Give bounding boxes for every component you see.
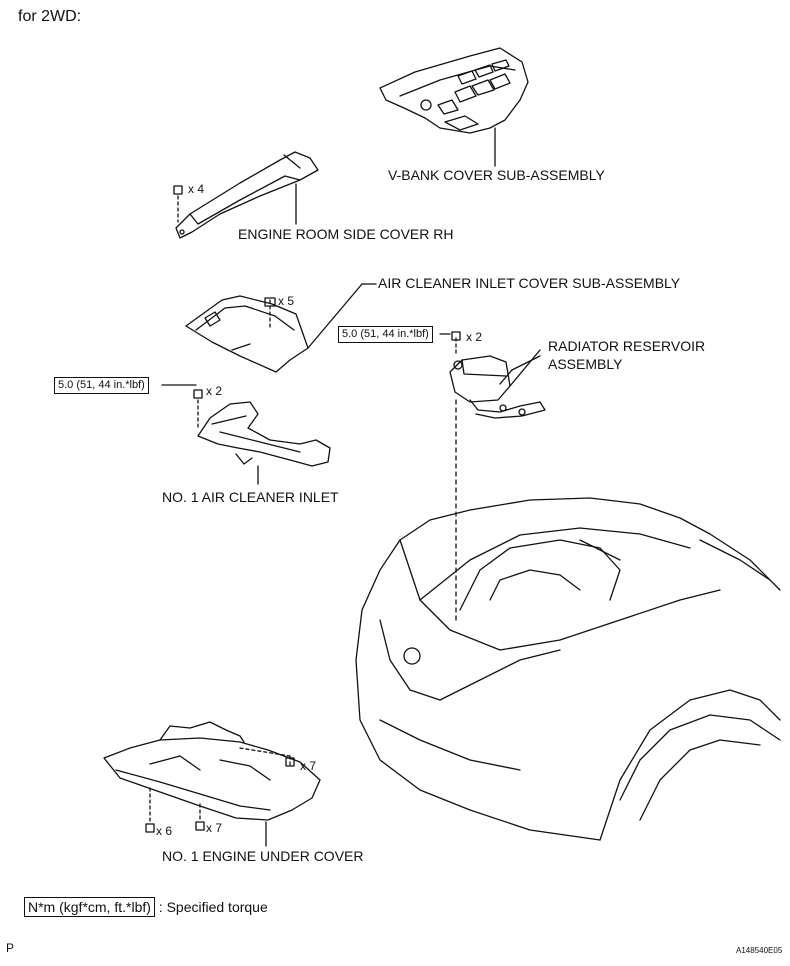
engine-room-side-cover-drawing: [173, 151, 319, 239]
under-cover-quantity-b: x 6: [156, 824, 173, 838]
engine-under-cover-label: NO. 1 ENGINE UNDER COVER: [162, 848, 364, 864]
air-cleaner-inlet-cover-label: AIR CLEANER INLET COVER SUB-ASSEMBLY: [378, 275, 681, 291]
page-title: for 2WD:: [18, 8, 82, 25]
air-inlet-quantity: x 2: [206, 384, 223, 398]
v-bank-cover-label: V-BANK COVER SUB-ASSEMBLY: [388, 167, 605, 183]
air-inlet-torque-box: 5.0 (51, 44 in.*lbf): [54, 377, 149, 394]
legend-description: : Specified torque: [158, 899, 268, 915]
air-cleaner-inlet-drawing: [193, 389, 331, 485]
radiator-reservoir-label-line1: RADIATOR RESERVOIR: [548, 338, 706, 354]
side-cover-quantity: x 4: [188, 182, 205, 196]
air-cleaner-inlet-label: NO. 1 AIR CLEANER INLET: [162, 489, 339, 505]
radiator-reservoir-label-line2: ASSEMBLY: [548, 356, 623, 372]
radiator-reservoir-drawing: [449, 331, 546, 621]
torque-legend: N*m (kgf*cm, ft.*lbf) : Specified torque: [24, 897, 268, 917]
under-cover-quantity-a: x 7: [300, 759, 317, 773]
air-cleaner-inlet-cover-drawing: [185, 283, 377, 373]
figure-code: A148540E05: [736, 946, 783, 955]
v-bank-cover-drawing: [379, 47, 529, 167]
engine-under-cover-drawing: [103, 721, 321, 847]
page-marker: P: [6, 941, 15, 955]
engine-room-side-cover-label: ENGINE ROOM SIDE COVER RH: [238, 226, 454, 242]
under-cover-quantity-c: x 7: [206, 821, 223, 835]
reservoir-torque-box: 5.0 (51, 44 in.*lbf): [338, 326, 433, 343]
reservoir-quantity: x 2: [466, 330, 483, 344]
legend-unit-box: N*m (kgf*cm, ft.*lbf): [24, 897, 155, 917]
inlet-cover-quantity: x 5: [278, 294, 295, 308]
vehicle-front-drawing: [355, 497, 781, 841]
